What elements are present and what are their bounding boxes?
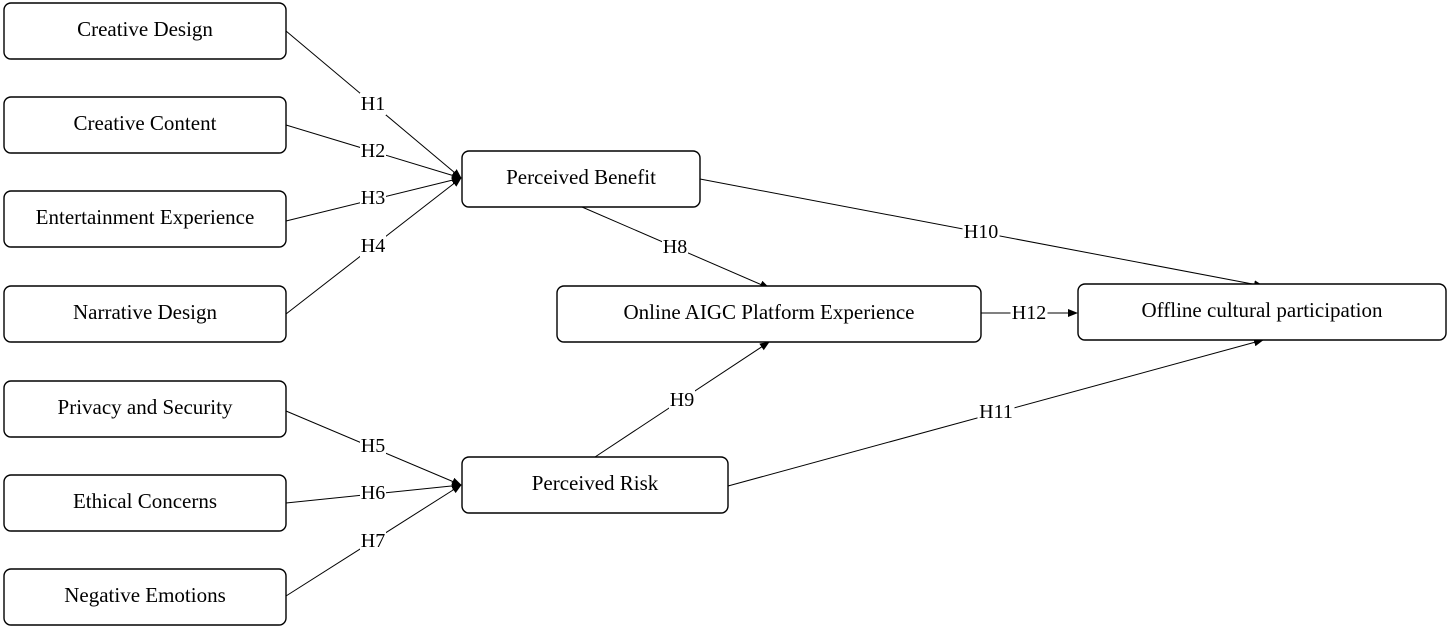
node-label: Creative Content	[74, 111, 217, 135]
node-box	[3, 96, 287, 154]
node-box	[556, 285, 982, 343]
edge-h6: H6	[285, 481, 462, 504]
edge-h1: H1	[285, 30, 462, 179]
edge-h10: H10	[699, 178, 1264, 289]
edge-h9: H9	[594, 341, 770, 458]
node-perceived-risk: Perceived Risk	[461, 456, 729, 514]
edge-h8: H8	[581, 206, 770, 289]
edge-label-background	[669, 389, 695, 411]
edge-label-h4: H4	[361, 235, 385, 257]
node-label: Ethical Concerns	[73, 489, 217, 513]
node-box	[3, 285, 287, 343]
node-perceived-benefit: Perceived Benefit	[461, 150, 701, 208]
edge-label-h11: H11	[979, 401, 1013, 423]
node-label: Perceived Risk	[532, 471, 659, 495]
edge-label-background	[360, 140, 386, 162]
edge-label-background	[977, 401, 1015, 423]
edge-label-background	[360, 187, 386, 209]
edge-label-h9: H9	[670, 389, 694, 411]
edge-label-h1: H1	[361, 93, 385, 115]
node-box	[461, 150, 701, 208]
node-box	[3, 380, 287, 438]
node-creative-design: Creative Design	[3, 2, 287, 60]
node-creative-content: Creative Content	[3, 96, 287, 154]
edge-h12: H12	[981, 302, 1078, 324]
node-entertainment-experience: Entertainment Experience	[3, 190, 287, 248]
node-narrative-design: Narrative Design	[3, 285, 287, 343]
edge-label-background	[1010, 302, 1048, 324]
node-label: Entertainment Experience	[36, 205, 255, 229]
node-label: Negative Emotions	[64, 583, 226, 607]
edge-label-background	[360, 235, 386, 257]
node-label: Creative Design	[77, 17, 213, 41]
edge-h2: H2	[285, 124, 462, 180]
node-label: Privacy and Security	[58, 395, 233, 419]
edge-label-h2: H2	[361, 140, 385, 162]
edge-label-h10: H10	[964, 221, 998, 243]
node-negative-emotions: Negative Emotions	[3, 568, 287, 626]
edge-label-background	[962, 221, 1000, 243]
edge-label-h7: H7	[361, 530, 385, 552]
node-online-aigc: Online AIGC Platform Experience	[556, 285, 982, 343]
node-offline-participation: Offline cultural participation	[1077, 283, 1447, 341]
edge-h3: H3	[285, 176, 462, 222]
edge-label-background	[360, 530, 386, 552]
edge-label-h5: H5	[361, 435, 385, 457]
edge-h4: H4	[285, 177, 462, 315]
edge-label-h6: H6	[361, 482, 385, 504]
edge-label-h12: H12	[1012, 302, 1046, 324]
edge-label-background	[360, 482, 386, 504]
edge-h7: H7	[285, 484, 462, 597]
node-box	[3, 474, 287, 532]
edge-label-background	[360, 435, 386, 457]
edge-label-h3: H3	[361, 187, 385, 209]
edge-label-background	[360, 93, 386, 115]
node-box	[1077, 283, 1447, 341]
edge-h5: H5	[285, 410, 462, 486]
node-box	[3, 190, 287, 248]
node-box	[3, 568, 287, 626]
node-box	[3, 2, 287, 60]
node-label: Offline cultural participation	[1141, 298, 1383, 322]
node-privacy-security: Privacy and Security	[3, 380, 287, 438]
edge-label-h8: H8	[663, 236, 687, 258]
node-ethical-concerns: Ethical Concerns	[3, 474, 287, 532]
edge-h11: H11	[727, 338, 1264, 487]
node-label: Perceived Benefit	[506, 165, 656, 189]
node-label: Online AIGC Platform Experience	[623, 300, 914, 324]
node-label: Narrative Design	[73, 300, 218, 324]
edge-label-background	[662, 236, 688, 258]
node-box	[461, 456, 729, 514]
